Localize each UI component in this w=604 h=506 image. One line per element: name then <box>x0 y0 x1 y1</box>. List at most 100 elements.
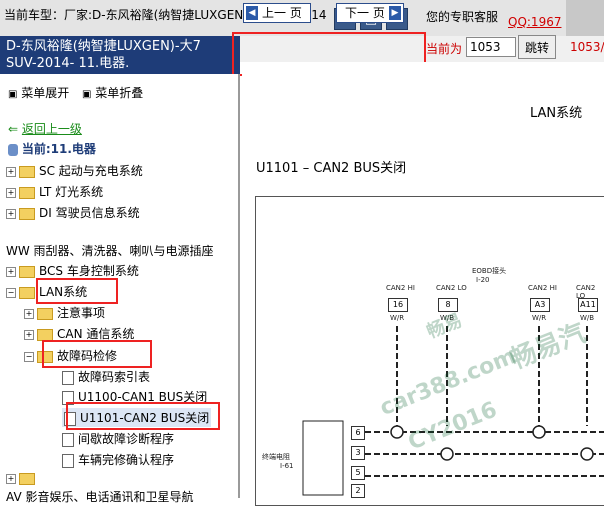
tree-item-label: U1100-CAN1 BUS关闭 <box>78 390 208 404</box>
document-view <box>242 62 604 498</box>
tree-item-label: CAN 通信系统 <box>57 327 135 341</box>
pin-a3: A3 <box>530 298 550 312</box>
connector-id: I-20 <box>476 276 490 284</box>
folder-icon <box>19 186 35 199</box>
left-arrow-icon: ◀ <box>246 6 258 20</box>
wire-label-wb-2: W/B <box>580 314 595 322</box>
pin-a11: A11 <box>578 298 598 312</box>
tree-item-dtc[interactable]: − 故障码检修 <box>24 347 117 364</box>
wire-label-wb: W/B <box>440 314 455 322</box>
document-icon <box>62 432 74 447</box>
folder-icon <box>19 165 35 178</box>
service-label: 您的专职客服 <box>426 10 499 24</box>
vehicle-name-line2: SUV-2014- 11.电器. <box>6 56 130 71</box>
expand-plus-icon[interactable]: + <box>6 473 16 484</box>
folder-icon <box>37 328 53 341</box>
module-id: I-61 <box>280 462 294 470</box>
current-node: 当前:11.电器 <box>8 140 96 157</box>
tree-item-precautions[interactable]: + 注意事项 <box>24 304 105 321</box>
expand-plus-icon[interactable]: + <box>6 166 16 177</box>
qq-link[interactable]: QQ:1967 <box>508 15 562 29</box>
expand-icon: ▣ <box>8 89 18 100</box>
current-page-label: 当前为 <box>426 42 463 56</box>
menu-expand-button[interactable]: ▣ 菜单展开 <box>8 84 69 101</box>
wire-label-wr-2: W/R <box>532 314 547 322</box>
expand-plus-icon[interactable]: + <box>6 266 16 277</box>
tree-item-ww[interactable]: WW 雨刮器、清洗器、喇叭与电源插座 <box>6 242 214 259</box>
highlight-u1101 <box>66 402 220 430</box>
pin-2: 2 <box>351 484 365 498</box>
document-icon <box>62 370 74 385</box>
tree-item-u1100[interactable]: U1100-CAN1 BUS关闭 <box>62 388 207 405</box>
pin-16: 16 <box>388 298 408 312</box>
document-icon <box>62 390 74 405</box>
tree-item-label: 间歇故障诊断程序 <box>78 432 175 446</box>
document-subtitle: U1101 – CAN2 BUS关闭 <box>256 161 407 176</box>
tree-item-sc[interactable]: + SC 起动与充电系统 <box>6 162 143 179</box>
back-up-level[interactable]: ⇐ 返回上一级 <box>8 120 82 137</box>
can-lo-label-1: CAN2 LO <box>436 284 467 292</box>
connector-label: EOBD接头 <box>472 267 507 275</box>
tree-item-can[interactable]: + CAN 通信系统 <box>24 325 134 342</box>
tree-item-lt[interactable]: + LT 灯光系统 <box>6 183 103 200</box>
current-node-label: 当前:11.电器 <box>21 142 96 156</box>
folder-icon <box>19 207 35 220</box>
tree-item-verify[interactable]: 车辆完修确认程序 <box>62 451 174 468</box>
collapse-minus-icon[interactable]: − <box>24 351 34 362</box>
highlight-dtc <box>42 340 152 368</box>
folder-open-icon <box>37 350 53 363</box>
left-header: D-东风裕隆(纳智捷LUXGEN)-大7 SUV-2014- 11.电器. <box>0 36 240 74</box>
pin-3: 3 <box>351 446 365 460</box>
tree-item-label: WW 雨刮器、清洗器、喇叭与电源插座 <box>6 244 214 258</box>
tree-item-lan[interactable]: − LAN系统 <box>6 283 87 300</box>
tree-item-di[interactable]: + DI 驾驶员信息系统 <box>6 204 140 221</box>
tree-item-av[interactable]: AV 影音娱乐、电话通讯和卫星导航 <box>6 488 193 505</box>
expand-plus-icon[interactable]: + <box>6 187 16 198</box>
database-icon <box>8 143 18 156</box>
tree-item-label: LAN系统 <box>39 285 88 299</box>
module-label: 终端电阻 <box>262 453 290 461</box>
pin-5: 5 <box>351 466 365 480</box>
vehicle-name: D-东风裕隆(纳智捷LUXGEN)-大7 SUV-2014- 11.电器. <box>6 38 201 72</box>
next-page-button[interactable]: 下一 页 ▶ <box>336 3 404 23</box>
tree-item-blank[interactable]: + <box>6 471 39 485</box>
tree-item-label: 车辆完修确认程序 <box>78 453 175 467</box>
avatar <box>566 0 604 36</box>
tree-item-u1101[interactable]: U1101-CAN2 BUS关闭 <box>62 408 212 427</box>
wire-label-wr: W/R <box>390 314 405 322</box>
folder-icon <box>19 472 35 485</box>
back-arrow-icon: ⇐ <box>8 122 19 136</box>
prev-page-button[interactable]: ◀ 上一 页 <box>243 3 311 23</box>
tree-item-label: 注意事项 <box>57 306 106 320</box>
page-number-input[interactable] <box>466 37 516 57</box>
menu-tree-panel: ▣ 菜单展开 ▣ 菜单折叠 ⇐ 返回上一级 当前:11.电器 + SC 起动与充电… <box>0 74 240 504</box>
wiring-lines <box>302 326 604 496</box>
can-hi-label-2: CAN2 HI <box>528 284 557 292</box>
page-count: 1053/ <box>570 40 604 54</box>
vehicle-label: 当前车型： <box>4 8 65 22</box>
menu-collapse-label: 菜单折叠 <box>95 86 144 100</box>
next-page-label: 下一 页 <box>345 6 385 20</box>
tree-item-label: BCS 车身控制系统 <box>39 264 139 278</box>
tree-item-dtc-index[interactable]: 故障码索引表 <box>62 368 150 385</box>
collapse-minus-icon[interactable]: − <box>6 287 16 298</box>
can-hi-label-1: CAN2 HI <box>386 284 415 292</box>
tree-item-intermittent[interactable]: 间歇故障诊断程序 <box>62 430 174 447</box>
jump-button[interactable]: 跳转 <box>518 35 556 59</box>
vehicle-name-line1: D-东风裕隆(纳智捷LUXGEN)-大7 <box>6 39 201 54</box>
menu-collapse-button[interactable]: ▣ 菜单折叠 <box>82 84 143 101</box>
tree-item-label: SC 起动与充电系统 <box>39 164 143 178</box>
tree-item-label: 故障码检修 <box>57 349 118 363</box>
back-up-level-link[interactable]: 返回上一级 <box>21 122 82 136</box>
expand-plus-icon[interactable]: + <box>6 208 16 219</box>
folder-open-icon <box>19 286 35 299</box>
tree-item-label: DI 驾驶员信息系统 <box>39 206 140 220</box>
tree-item-label: 故障码索引表 <box>78 370 151 384</box>
expand-plus-icon[interactable]: + <box>24 308 34 319</box>
tree-item-bcs[interactable]: + BCS 车身控制系统 <box>6 262 139 279</box>
document-icon <box>62 453 74 468</box>
right-arrow-icon: ▶ <box>389 6 401 20</box>
tree-item-label: LT 灯光系统 <box>39 185 104 199</box>
pin-8: 8 <box>438 298 458 312</box>
expand-plus-icon[interactable]: + <box>24 329 34 340</box>
